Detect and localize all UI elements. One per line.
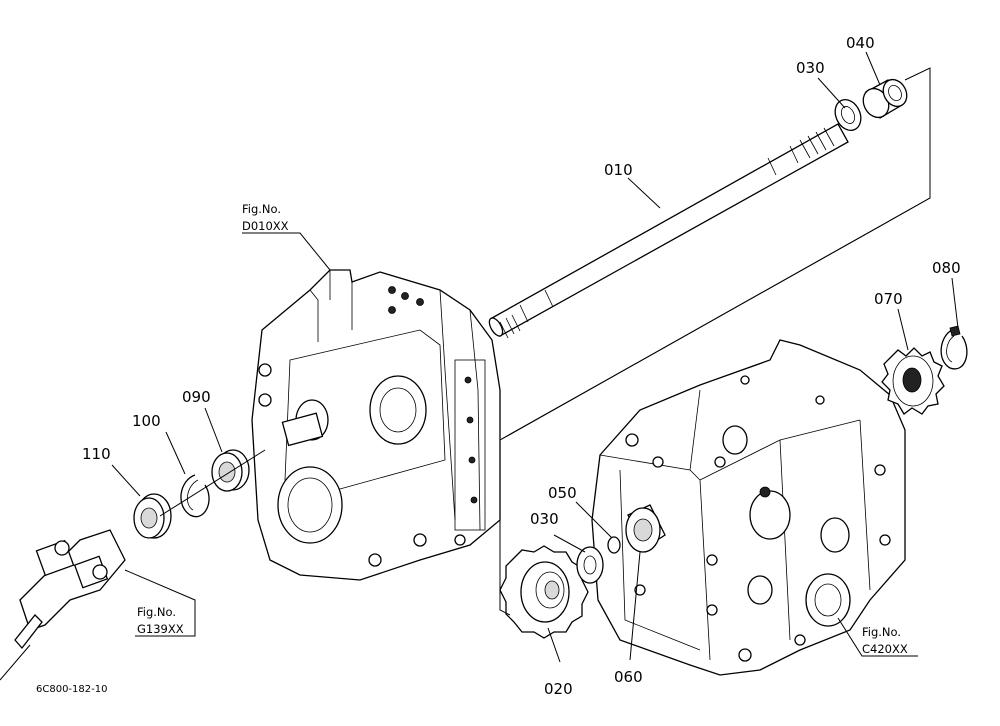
snap-ring-080 xyxy=(940,325,968,370)
callout-050: 050 xyxy=(548,484,577,502)
fig-ref-left-label: Fig.No. xyxy=(137,605,176,619)
gear-070 xyxy=(881,347,945,415)
callout-070: 070 xyxy=(874,290,903,308)
right-transmission-housing xyxy=(591,339,906,676)
callout-060: 060 xyxy=(614,668,643,686)
seal-110 xyxy=(133,493,172,539)
fig-ref-left-code: G139XX xyxy=(137,622,184,636)
callout-110: 110 xyxy=(82,445,111,463)
fig-ref-top-code: D010XX xyxy=(242,219,289,233)
callout-030-lower: 030 xyxy=(530,510,559,528)
drawing-code: 6C800-182-10 xyxy=(36,684,107,695)
washer-030-lower xyxy=(576,546,604,584)
callout-010: 010 xyxy=(604,161,633,179)
snap-ring-050 xyxy=(607,536,621,554)
assembly-guide-lines xyxy=(159,67,931,616)
washer-030-upper xyxy=(834,98,862,132)
callout-100: 100 xyxy=(132,412,161,430)
callout-040: 040 xyxy=(846,34,875,52)
bearing-060 xyxy=(625,504,666,553)
fig-ref-right: Fig.No. C420XX xyxy=(862,625,908,656)
fig-ref-top: Fig.No. D010XX xyxy=(242,202,289,233)
callout-020: 020 xyxy=(544,680,573,698)
left-transmission-housing xyxy=(251,269,501,581)
fig-ref-right-code: C420XX xyxy=(862,642,908,656)
part-callouts: 010 020 030 030 040 050 060 070 080 090 … xyxy=(82,34,961,698)
callout-080: 080 xyxy=(932,259,961,277)
snap-ring-100 xyxy=(180,474,210,518)
bearing-040 xyxy=(862,78,908,119)
leader-lines xyxy=(111,51,959,663)
fig-ref-left: Fig.No. G139XX xyxy=(137,605,184,636)
fig-ref-right-label: Fig.No. xyxy=(862,625,901,639)
gear-020 xyxy=(499,545,589,639)
bearing-090 xyxy=(211,449,250,492)
universal-joint xyxy=(0,529,126,681)
shaft-010 xyxy=(488,123,849,339)
callout-030-upper: 030 xyxy=(796,59,825,77)
callout-090: 090 xyxy=(182,388,211,406)
fig-ref-top-label: Fig.No. xyxy=(242,202,281,216)
